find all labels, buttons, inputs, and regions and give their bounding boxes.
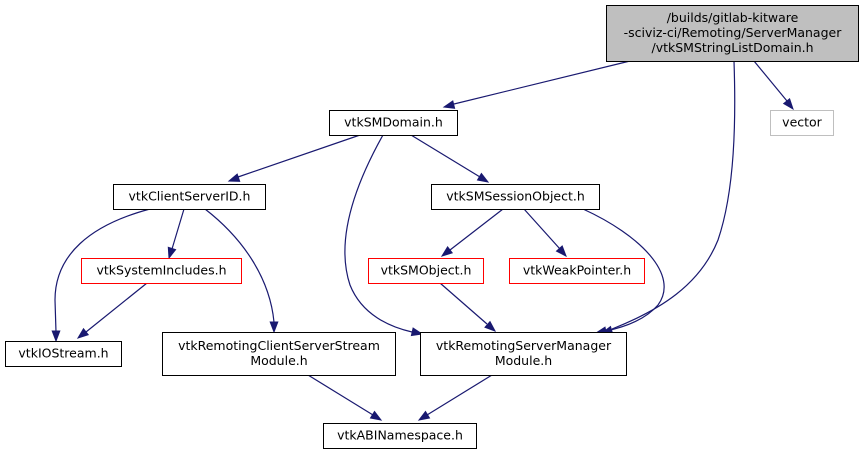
- node-label-line: vtkRemotingServerManager: [436, 338, 612, 353]
- arrow-head-icon: [555, 245, 567, 258]
- node-vtkSMObject[interactable]: vtkSMObject.h: [368, 258, 484, 284]
- arrow-head-icon: [484, 320, 497, 332]
- node-vtkIOStream[interactable]: vtkIOStream.h: [5, 341, 122, 367]
- edge-line: [753, 60, 788, 102]
- edge-vtkClientServerID-to-vtkIOStream: [51, 208, 151, 343]
- edge-vtkClientServerID-to-vtkSystemIncludes: [167, 208, 185, 260]
- node-vtkSMSessionObject[interactable]: vtkSMSessionObject.h: [431, 184, 600, 210]
- edge-line: [307, 374, 374, 416]
- arrow-head-icon: [442, 100, 456, 109]
- node-box: [770, 110, 834, 136]
- arrow-head-icon: [76, 327, 90, 339]
- edge-root-to-vtkSMDomain: [442, 60, 631, 109]
- node-label-line: vtkSMObject.h: [381, 263, 472, 278]
- edge-vtkSMSessionObject-to-vtkSMObject: [440, 208, 504, 257]
- node-label-line: vector: [782, 115, 823, 130]
- edge-line: [523, 208, 561, 250]
- edge-line: [611, 60, 736, 330]
- edge-line: [204, 208, 275, 323]
- node-box: [113, 184, 266, 210]
- edge-line: [426, 374, 493, 416]
- node-label-line: vtkSMDomain.h: [344, 115, 443, 130]
- node-label-line: vtkWeakPointer.h: [523, 263, 631, 278]
- node-vtkABINamespace[interactable]: vtkABINamespace.h: [323, 423, 477, 449]
- edge-vtkSMObject-to-vtkRemotingServerManager: [439, 282, 497, 332]
- node-box: [431, 184, 600, 210]
- arrow-head-icon: [782, 97, 794, 111]
- edge-line: [85, 282, 148, 333]
- arrow-head-icon: [51, 330, 61, 343]
- node-box: [509, 258, 645, 284]
- arrow-head-icon: [440, 246, 454, 257]
- node-box: [81, 258, 242, 284]
- edge-line: [171, 208, 185, 250]
- arrow-head-icon: [227, 173, 241, 182]
- edge-line: [54, 208, 151, 333]
- edge-vtkSMDomain-to-vtkRemotingServerManager: [344, 134, 424, 337]
- edge-vtkSMDomain-to-vtkClientServerID: [227, 134, 361, 182]
- edge-vtkSMSessionObject-to-vtkWeakPointer: [523, 208, 567, 258]
- edge-line: [582, 208, 665, 332]
- edge-line: [439, 282, 488, 325]
- node-label-line: -sciviz-ci/Remoting/ServerManager: [624, 25, 843, 40]
- edge-line: [237, 134, 361, 178]
- node-root[interactable]: /builds/gitlab-kitware-sciviz-ci/Remotin…: [606, 5, 859, 62]
- node-label-line: vtkIOStream.h: [18, 346, 108, 361]
- node-label-line: /builds/gitlab-kitware: [667, 10, 799, 25]
- edge-vtkClientServerID-to-vtkRemotingClientServerStream: [204, 208, 279, 334]
- edge-vtkSMDomain-to-vtkSMSessionObject: [410, 134, 490, 183]
- arrow-head-icon: [417, 410, 431, 421]
- edge-line: [453, 60, 631, 105]
- node-label-line: vtkSystemIncludes.h: [96, 263, 226, 278]
- node-vtkSystemIncludes[interactable]: vtkSystemIncludes.h: [81, 258, 242, 284]
- node-label-line: /vtkSMStringListDomain.h: [651, 40, 813, 55]
- node-vector: vector: [770, 110, 834, 136]
- nodes-layer: /builds/gitlab-kitware-sciviz-ci/Remotin…: [5, 5, 859, 449]
- edge-line: [449, 208, 504, 251]
- node-label-line: vtkClientServerID.h: [129, 189, 251, 204]
- node-vtkClientServerID[interactable]: vtkClientServerID.h: [113, 184, 266, 210]
- node-box: [606, 5, 859, 62]
- arrow-head-icon: [476, 172, 490, 183]
- node-label-line: Module.h: [250, 353, 307, 368]
- node-box: [162, 332, 396, 376]
- arrow-head-icon: [269, 321, 279, 334]
- node-label-line: vtkSMSessionObject.h: [446, 189, 585, 204]
- node-box: [5, 341, 122, 367]
- edge-line: [410, 134, 481, 178]
- node-box: [420, 332, 627, 376]
- arrow-head-icon: [369, 410, 383, 421]
- edge-root-to-vector: [753, 60, 794, 111]
- node-label-line: Module.h: [495, 353, 552, 368]
- node-vtkWeakPointer[interactable]: vtkWeakPointer.h: [509, 258, 645, 284]
- node-label-line: vtkRemotingClientServerStream: [178, 338, 380, 353]
- edge-vtkRemotingServerManager-to-vtkABINamespace: [417, 374, 493, 421]
- node-vtkSMDomain[interactable]: vtkSMDomain.h: [329, 110, 458, 136]
- node-box: [329, 110, 458, 136]
- node-label-line: vtkABINamespace.h: [337, 428, 463, 443]
- arrow-head-icon: [167, 246, 177, 260]
- edge-line: [344, 134, 413, 333]
- arrow-head-icon: [410, 327, 424, 337]
- edge-vtkRemotingClientServerStream-to-vtkABINamespace: [307, 374, 383, 421]
- edge-vtkSystemIncludes-to-vtkIOStream: [76, 282, 148, 339]
- edge-root-to-vtkRemotingServerManager: [600, 60, 736, 335]
- node-box: [323, 423, 477, 449]
- node-box: [368, 258, 484, 284]
